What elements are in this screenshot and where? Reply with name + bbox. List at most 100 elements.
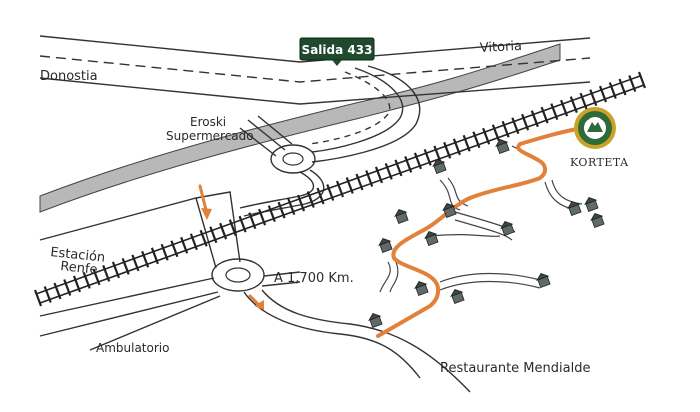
rail-tie bbox=[297, 194, 306, 212]
rail-tie bbox=[628, 75, 637, 92]
label-distance: A 1,700 Km. bbox=[274, 271, 354, 286]
rail-tie bbox=[637, 71, 647, 89]
rail-tie bbox=[569, 96, 578, 113]
route-arrow-right bbox=[248, 294, 260, 306]
label-eroski-2: Supermercado bbox=[166, 129, 254, 143]
house-icon bbox=[368, 313, 383, 328]
rail-tie bbox=[413, 152, 422, 170]
rail-tie bbox=[491, 124, 500, 142]
rail-tie bbox=[462, 134, 471, 152]
label-ambulatorio: Ambulatorio bbox=[96, 341, 169, 355]
rail-tie bbox=[92, 268, 101, 286]
restaurant-road bbox=[243, 271, 471, 393]
rail-tie bbox=[53, 282, 62, 300]
label-restaurante: Restaurante Mendialde bbox=[440, 361, 590, 376]
house-icon bbox=[495, 139, 510, 154]
rail-tie bbox=[335, 180, 345, 198]
rail-tie bbox=[189, 233, 198, 251]
rail-tie bbox=[72, 275, 81, 293]
houses bbox=[368, 139, 605, 328]
rail-tie bbox=[599, 85, 608, 103]
rail-tie bbox=[365, 170, 374, 187]
rail-tie bbox=[121, 257, 130, 275]
exit-sign: Salida 433 bbox=[299, 37, 375, 66]
rail-tie bbox=[248, 212, 257, 230]
house-icon bbox=[450, 289, 465, 304]
route-to-korteta bbox=[376, 126, 584, 338]
roundabout-upper bbox=[270, 144, 316, 174]
rail-tie bbox=[501, 120, 510, 138]
rail-tie bbox=[472, 131, 481, 149]
rail-tie bbox=[355, 173, 364, 191]
rail-tie bbox=[141, 250, 150, 268]
korteta-logo-icon bbox=[574, 107, 616, 149]
rail-tie bbox=[209, 226, 218, 244]
route-arrowhead-right bbox=[254, 300, 264, 310]
west-road bbox=[39, 191, 241, 351]
rail-tie bbox=[150, 247, 159, 265]
house-icon bbox=[442, 203, 457, 218]
rail-tie bbox=[540, 106, 549, 124]
rail-tie bbox=[33, 289, 43, 307]
rail-tie bbox=[452, 138, 461, 156]
rail-tie bbox=[228, 219, 237, 237]
rail-tie bbox=[258, 208, 267, 226]
house-icon bbox=[536, 273, 551, 288]
rail-tie bbox=[345, 177, 354, 194]
house-icon bbox=[424, 231, 439, 246]
rail-tie bbox=[530, 110, 539, 128]
railway bbox=[33, 71, 647, 307]
rail-tie bbox=[277, 201, 286, 219]
rail-tie bbox=[443, 141, 452, 159]
brand-name: KORTETA bbox=[570, 156, 629, 169]
label-eroski-1: Eroski bbox=[190, 115, 226, 129]
rail-tie bbox=[170, 240, 179, 258]
estate-lanes bbox=[379, 145, 583, 293]
house-icon bbox=[567, 201, 582, 216]
rail-tie bbox=[199, 229, 208, 247]
rail-tie bbox=[618, 78, 627, 96]
rail-tie bbox=[482, 127, 491, 145]
rail-tie bbox=[394, 159, 403, 177]
rail-tie bbox=[238, 215, 247, 233]
rail-tie bbox=[160, 243, 169, 261]
rail-tie bbox=[287, 198, 296, 215]
rail-tie bbox=[384, 163, 393, 180]
rail-tie bbox=[316, 187, 325, 205]
rail-tie bbox=[560, 99, 569, 117]
rail-tie bbox=[608, 82, 617, 99]
route-arrow-down bbox=[198, 184, 208, 212]
rail-tie bbox=[82, 272, 91, 289]
rail-tie bbox=[433, 145, 442, 163]
rail-tie bbox=[43, 286, 52, 303]
rail-tie bbox=[326, 184, 335, 201]
river bbox=[39, 43, 561, 213]
rail-tie bbox=[219, 222, 228, 240]
roundabout-lower bbox=[211, 258, 265, 292]
label-estacion-2: Renfe bbox=[60, 259, 99, 278]
rail-tie bbox=[180, 236, 189, 254]
rail-tie bbox=[102, 265, 111, 282]
rail-tie bbox=[589, 89, 598, 106]
house-icon bbox=[500, 221, 515, 236]
eroski-road bbox=[239, 115, 293, 157]
rail-tie bbox=[511, 117, 520, 135]
rail-tie bbox=[423, 148, 432, 166]
label-donostia: Donostia bbox=[40, 69, 98, 84]
highway bbox=[39, 35, 591, 105]
rail-tie bbox=[550, 103, 559, 121]
exit-sign-label: Salida 433 bbox=[302, 43, 373, 57]
rail-tie bbox=[267, 205, 276, 222]
rail-tie bbox=[111, 261, 120, 279]
house-icon bbox=[584, 197, 599, 212]
house-icon bbox=[432, 159, 447, 174]
house-icon bbox=[394, 209, 409, 224]
rail-tie bbox=[63, 279, 72, 296]
rail-tie bbox=[131, 254, 140, 272]
rail-tie bbox=[404, 156, 413, 173]
label-estacion-1: Estación bbox=[50, 245, 106, 266]
rail-tie bbox=[306, 191, 315, 208]
house-icon bbox=[414, 281, 429, 296]
